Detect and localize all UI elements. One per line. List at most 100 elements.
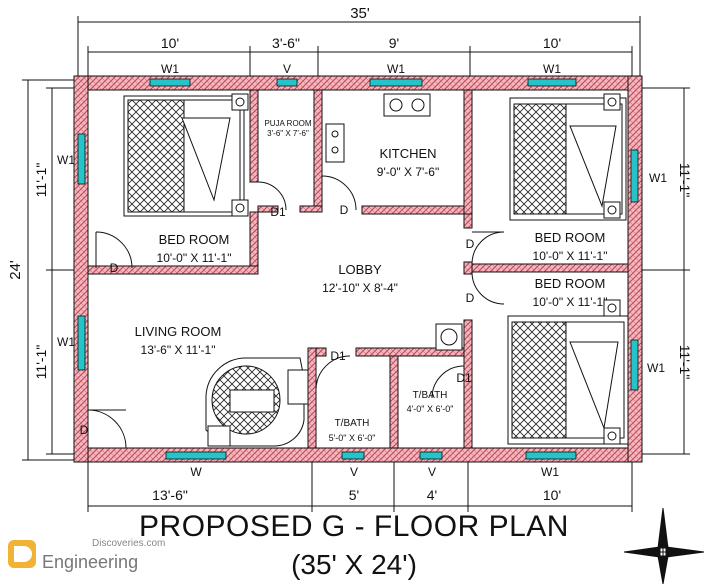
door-bath2 [431, 365, 465, 399]
wall-puja-bottom-b [299, 205, 323, 213]
vent-bottom-bath1 [341, 451, 365, 460]
bed3-furniture [507, 299, 629, 445]
room-bed1-size: 10'-0" X 11'-1" [157, 251, 232, 265]
room-kitchen-name: KITCHEN [379, 146, 436, 161]
window-bottom-bed3 [525, 451, 577, 460]
kitchen-fixtures [325, 93, 431, 163]
door-puja [257, 181, 287, 211]
wall-bed2-bed3 [471, 263, 629, 273]
dim-top-1: 10' [161, 35, 179, 51]
wall-right [627, 75, 643, 463]
tag-door-bath2: D1 [456, 371, 472, 385]
wall-bath-top [355, 347, 465, 357]
wall-kitchen-bottom [361, 205, 473, 215]
tag-window-top-kitchen: W1 [387, 62, 405, 76]
tag-door-bath1: D1 [330, 349, 346, 363]
window-top-bed2 [527, 78, 577, 87]
tag-window-left-living: W1 [57, 335, 75, 349]
tag-door-main: D [80, 423, 89, 437]
wall-bed2-left-stub [463, 213, 473, 229]
vent-bottom-bath2 [419, 451, 443, 460]
sofa-set [205, 357, 309, 447]
room-kitchen-size: 9'-0" X 7'-6" [377, 165, 439, 179]
tag-vent-top-puja: V [283, 62, 291, 76]
dim-top-4: 10' [543, 35, 561, 51]
bed2-furniture [509, 93, 627, 221]
room-tbath2-size: 4'-0" X 6'-0" [407, 404, 454, 414]
room-bed2-name: BED ROOM [535, 230, 606, 245]
tag-vent-bottom-bath1: V [350, 465, 358, 479]
wall-puja-bottom-a [257, 205, 279, 213]
wall-bath-divider [389, 355, 399, 449]
engineering-logo [8, 540, 36, 568]
tag-door-kitchen: D [340, 203, 349, 217]
room-puja-size: 3'-6" X 7'-6" [267, 129, 309, 138]
window-top-bed1 [149, 78, 191, 87]
door-main [87, 409, 127, 449]
window-right-bed2 [630, 149, 639, 203]
dim-top-2: 3'-6" [272, 35, 300, 51]
room-lobby-size: 12'-10" X 8'-4" [322, 281, 398, 295]
room-puja-name: PUJA ROOM [264, 119, 311, 128]
dim-bottom-4: 10' [543, 487, 561, 503]
window-right-bed3 [630, 339, 639, 391]
wall-bed3-left [463, 319, 473, 449]
wall-bed1-puja [249, 89, 259, 183]
wall-bath1-left [307, 347, 317, 449]
dim-bottom-2: 5' [349, 487, 359, 503]
vent-top-puja [276, 78, 298, 87]
tag-door-bed3: D [466, 291, 475, 305]
room-living-name: LIVING ROOM [135, 324, 222, 339]
tag-window-bottom-living: W [190, 465, 202, 479]
wash-basin [435, 323, 463, 351]
wall-puja-kitchen [313, 89, 323, 213]
windows [77, 78, 639, 460]
door-kitchen [321, 175, 357, 211]
tag-door-bed1: D [110, 261, 119, 275]
doors [87, 175, 505, 449]
dim-top-total: 35' [350, 5, 370, 22]
window-left-bed1 [77, 133, 86, 185]
room-lobby-name: LOBBY [338, 262, 382, 277]
tag-window-right-bed3: W1 [647, 361, 665, 375]
plan-title: PROPOSED G - FLOOR PLAN [139, 510, 569, 543]
wall-bed-junction [463, 261, 473, 275]
dim-top-3: 9' [389, 35, 399, 51]
watermark-brand: Engineering [42, 552, 139, 572]
room-bed1-name: BED ROOM [159, 232, 230, 247]
room-bed3-size: 10'-0" X 11'-1" [533, 295, 608, 309]
tag-door-puja: D1 [270, 205, 286, 219]
tag-window-top-bed2: W1 [543, 62, 561, 76]
north-compass [623, 507, 705, 584]
room-bed3-name: BED ROOM [535, 276, 606, 291]
bed1-furniture [123, 93, 249, 217]
room-bed2-size: 10'-0" X 11'-1" [533, 249, 608, 263]
room-living-size: 13'-6" X 11'-1" [141, 343, 216, 357]
tag-window-bottom-bed3: W1 [541, 465, 559, 479]
interior-walls [87, 89, 629, 449]
window-bottom-living [165, 451, 227, 460]
tag-window-top-bed1: W1 [161, 62, 179, 76]
window-left-living [77, 315, 86, 371]
wall-bath1-top-a [315, 347, 327, 357]
door-bed3 [471, 271, 505, 305]
dim-right-2: 11'-1" [677, 345, 693, 380]
tag-window-left-bed1: W1 [57, 153, 75, 167]
wall-bed1-bottom [87, 265, 259, 275]
dim-right-1: 11'-1" [677, 163, 693, 198]
wall-kitchen-bed2 [463, 89, 473, 215]
dim-left-2: 11'-1" [33, 345, 49, 380]
watermark-site: Discoveries.com [92, 538, 166, 549]
dim-bottom-1: 13'-6" [152, 487, 188, 503]
window-top-kitchen [369, 78, 423, 87]
room-tbath1-size: 5'-0" X 6'-0" [329, 433, 376, 443]
room-tbath1-name: T/BATH [335, 418, 370, 429]
dim-left-1: 11'-1" [33, 163, 49, 198]
dim-left-total: 24' [7, 260, 24, 280]
dim-bottom-3: 4' [427, 487, 437, 503]
plan-subtitle: (35' X 24') [291, 549, 417, 580]
tag-window-right-bed2: W1 [649, 171, 667, 185]
door-bath1 [315, 355, 351, 391]
